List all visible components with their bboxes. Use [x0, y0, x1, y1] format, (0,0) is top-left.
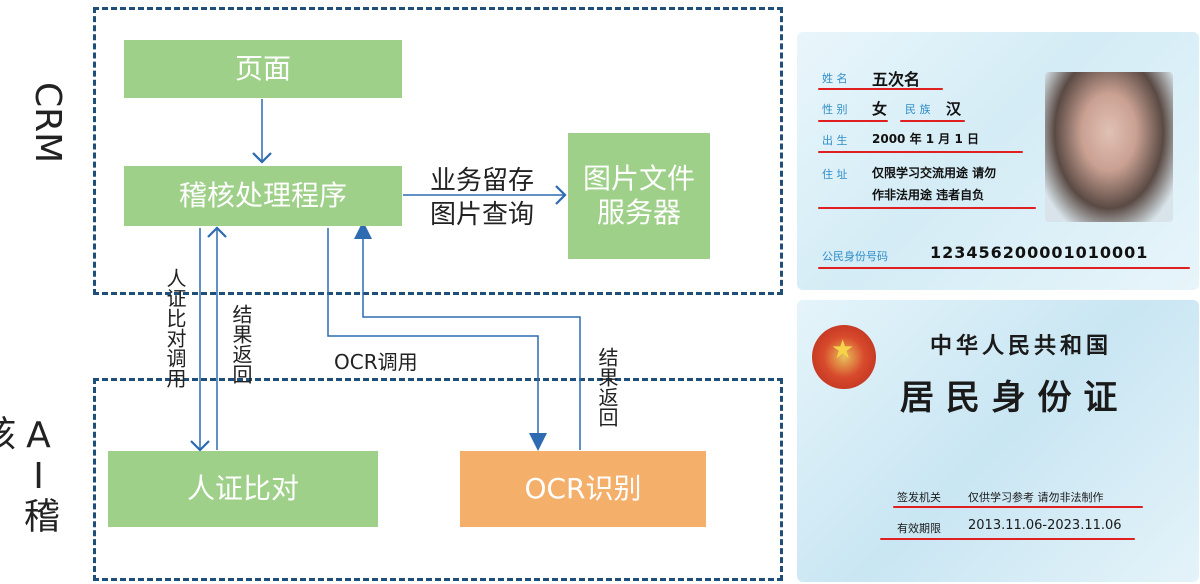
gender-label: 性 别 [822, 103, 848, 116]
ocr-call-label: OCR调用 [334, 350, 418, 374]
left-return-label: 结果返回 [229, 304, 253, 384]
birth-value: 2000 年 1 月 1 日 [872, 132, 979, 146]
address-line-1: 仅限学习交流用途 请勿 [872, 166, 997, 180]
name-label: 姓 名 [822, 72, 848, 85]
page-box: 页面 [124, 40, 402, 98]
name-value: 五次名 [872, 70, 921, 89]
ethnicity-label: 民 族 [905, 103, 931, 116]
authority-value: 仅供学习参考 请勿非法制作 [968, 491, 1104, 504]
address-underline [818, 207, 1036, 209]
ai-audit-label: AI稽核 [0, 415, 59, 533]
id-photo [1045, 72, 1173, 222]
ai-audit-container [93, 378, 783, 581]
validity-label: 有效期限 [897, 522, 941, 535]
address-label: 住 址 [822, 168, 848, 181]
gender-underline [818, 120, 888, 122]
validity-value: 2013.11.06-2023.11.06 [968, 518, 1122, 533]
country-name: 中华人民共和国 [930, 333, 1113, 359]
ocr-box: OCR识别 [460, 451, 706, 527]
id-number-value: 123456200001010001 [930, 243, 1149, 262]
id-number-underline [818, 267, 1190, 269]
image-server-box: 图片文件服务器 [568, 133, 710, 259]
address-line-2: 作非法用途 违者自负 [872, 188, 985, 202]
crm-container [93, 7, 783, 295]
face-compare-box: 人证比对 [108, 451, 378, 527]
national-emblem [812, 325, 876, 389]
name-underline [818, 88, 943, 90]
id-number-label: 公民身份号码 [822, 250, 888, 263]
store-query-label: 业务留存 图片查询 [430, 166, 535, 230]
face-call-label: 人证比对调用 [163, 268, 187, 388]
arrow-ocr-call [327, 228, 547, 451]
authority-label: 签发机关 [897, 491, 941, 504]
birth-underline [818, 151, 1023, 153]
crm-label: CRM [27, 82, 68, 164]
card-title: 居 民 身 份 证 [900, 378, 1118, 418]
arrow-ocr-return [354, 221, 581, 450]
right-return-label: 结果返回 [595, 347, 619, 427]
audit-program-box: 稽核处理程序 [124, 166, 402, 226]
authority-underline [893, 506, 1143, 508]
ethnicity-value: 汉 [946, 100, 962, 118]
gender-value: 女 [872, 100, 888, 118]
ethnicity-underline [900, 120, 965, 122]
validity-underline [880, 538, 1135, 540]
birth-label: 出 生 [822, 134, 848, 147]
